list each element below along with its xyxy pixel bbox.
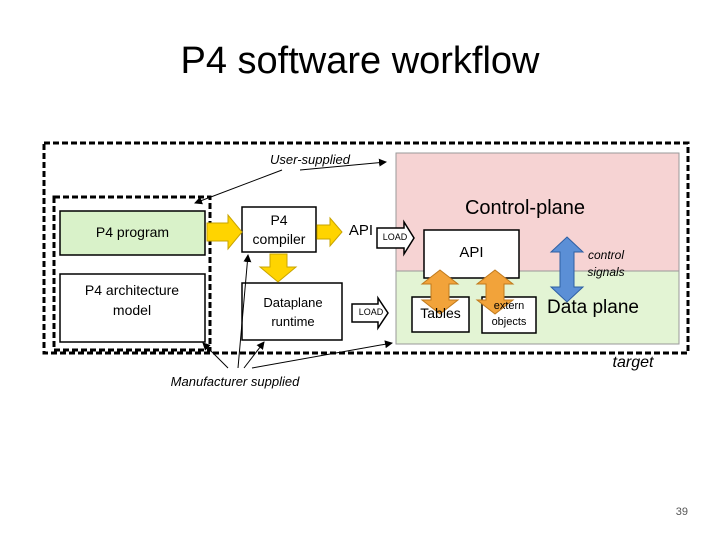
yellow-arrow-program-to-compiler <box>206 213 243 251</box>
p4-program-label: P4 program <box>95 224 170 240</box>
p4-program-box <box>59 210 206 256</box>
target-label: target <box>612 354 654 371</box>
dataplane-runtime-label: Dataplane runtime <box>263 295 323 329</box>
load-bottom-label: LOAD <box>358 307 384 317</box>
api-left-label: API <box>348 222 374 239</box>
extern-objects-label: extern objects <box>491 300 527 328</box>
data-plane-label: Data plane <box>547 297 639 318</box>
manufacturer-supplied-label: Manufacturer supplied <box>170 374 300 389</box>
p4-architecture-model-box <box>59 273 206 343</box>
user-supplied-pointer-1 <box>194 169 283 205</box>
p4-compiler-box <box>241 206 317 253</box>
control-signals-label: control signals <box>587 248 625 279</box>
yellow-arrow-compiler-to-api <box>316 216 343 248</box>
control-plane-label: Control-plane <box>464 197 586 219</box>
page-title: P4 software workflow <box>180 40 540 82</box>
yellow-arrow-compiler-to-runtime <box>258 253 298 283</box>
manufacturer-pointer-2 <box>237 254 252 369</box>
load-arrow-bottom <box>351 295 389 331</box>
target-dashed-box <box>42 141 690 355</box>
slide-number: 39 <box>675 506 688 518</box>
p4-compiler-label: P4 compiler <box>252 212 306 247</box>
manufacturer-pointer-3 <box>243 341 265 369</box>
orange-arrow-extern <box>475 269 515 315</box>
api-right-label: API <box>459 244 484 261</box>
tables-label: Tables <box>420 305 461 321</box>
manufacturer-pointer-1 <box>202 342 229 369</box>
manufacturer-pointer-4 <box>251 340 393 369</box>
dataplane-runtime-box <box>241 282 343 341</box>
orange-arrow-tables <box>420 269 460 315</box>
blue-arrow-control-signals <box>549 236 585 303</box>
load-arrow-top <box>376 219 415 257</box>
p4-architecture-model-label: P4 architecture model <box>84 282 180 318</box>
user-supplied-label: User-supplied <box>270 152 350 167</box>
load-top-label: LOAD <box>382 232 408 242</box>
user-supplied-pointer-2 <box>299 158 387 171</box>
user-supplied-dashed-box <box>52 195 212 352</box>
